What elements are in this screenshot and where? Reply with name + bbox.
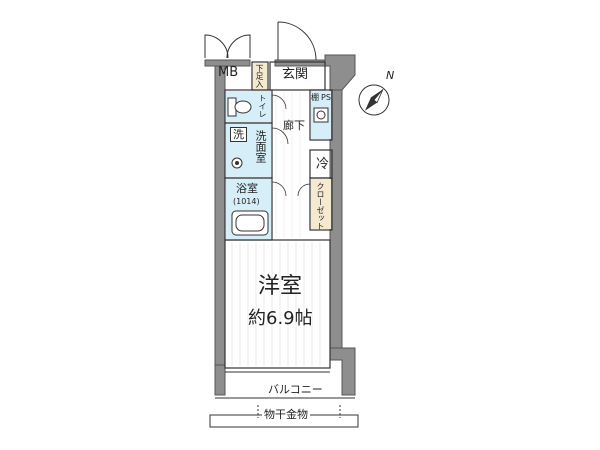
kitchen-stove [313,107,329,123]
bath-size-label: (1014) [233,197,260,206]
compass-n-label: N [386,69,395,82]
main-room-label: 洋室 [258,274,303,299]
wood-tints [253,63,331,229]
interior-lines [224,61,333,369]
genkan-label: 玄関 [282,67,309,82]
closet-label: クローゼット [316,182,325,230]
outer-walls [204,54,356,396]
washing-machine-label: 洗 [230,127,247,142]
corridor-floor [275,92,301,238]
bathtub [231,210,269,236]
toilet-fixture [227,97,252,117]
washroom-label: 洗面室 [254,130,267,163]
toilet-label: トイレ [258,94,267,118]
mb-label: MB [218,65,239,80]
main-room-area-label: 約6.9帖 [248,308,313,329]
shelf-label: 棚 [311,93,319,102]
fridge-label: 冷 [316,157,330,172]
entrance-door [277,21,317,61]
compass-icon [358,84,390,116]
drying-rack-label: 物干金物 [262,408,310,421]
mb-doors [204,34,251,59]
interior-doors [271,94,311,197]
corridor-label: 廊下 [283,119,305,132]
ps-label: PS [321,93,331,102]
balcony-label: バルコニー [268,383,323,396]
main-room-floor [231,242,321,366]
shoe-storage-label: 下足入 [255,64,264,88]
washbasin [231,157,243,169]
bathroom-label: 浴室 [236,182,258,195]
